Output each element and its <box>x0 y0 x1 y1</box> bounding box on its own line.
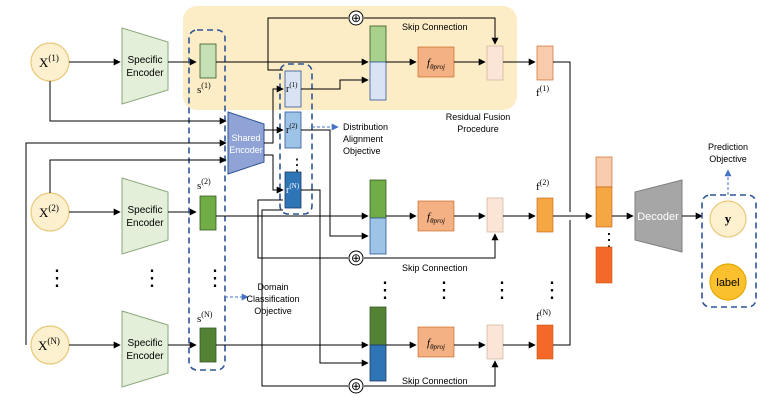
fused-fn <box>595 246 613 284</box>
concat-2-specific <box>369 179 387 219</box>
svg-text:Encoder: Encoder <box>229 145 263 155</box>
prediction-label-2: Objective <box>709 154 747 164</box>
projection-n: fθproj <box>417 326 455 358</box>
domain-label-1: Domain <box>257 282 288 292</box>
projection-1: fθproj <box>417 46 455 78</box>
feature-sn <box>199 327 217 363</box>
shared-to-r-arrows <box>264 85 284 194</box>
specific-encoder-n: Specific Encoder <box>121 310 169 388</box>
label-sn: s(N) <box>197 310 213 325</box>
feature-s2 <box>199 195 217 231</box>
svg-text:fθproj: fθproj <box>427 57 445 71</box>
svg-text:⊕: ⊕ <box>351 251 361 265</box>
label-r1: r(1) <box>286 81 298 95</box>
input-x2: X(2) <box>30 192 70 232</box>
svg-text:Decoder: Decoder <box>637 211 679 223</box>
output-y: y <box>709 200 747 238</box>
feature-f2 <box>536 197 554 233</box>
residual-label-1: Residual Fusion <box>446 112 511 122</box>
shared-encoder: Shared Encoder <box>227 111 265 175</box>
skip-label-n: Skip Connection <box>402 376 468 386</box>
plus-1: ⊕ <box>348 10 364 26</box>
svg-text:Shared: Shared <box>231 133 260 143</box>
svg-text:X(1): X(1) <box>39 53 59 70</box>
svg-text:Specific: Specific <box>127 338 162 349</box>
feature-s1 <box>199 43 217 79</box>
svg-text:fθproj: fθproj <box>427 211 445 225</box>
proj-out-n <box>486 324 504 360</box>
concat-1-specific <box>369 25 387 63</box>
plus-n: ⊕ <box>348 378 364 394</box>
skip-connections <box>257 17 499 387</box>
prediction-label-1: Prediction <box>708 142 748 152</box>
concat-2-shared <box>369 217 387 255</box>
distribution-label: Distribution <box>343 122 388 132</box>
svg-text:X(2): X(2) <box>39 203 59 220</box>
decoder: Decoder <box>634 179 683 253</box>
projection-2: fθproj <box>417 200 455 232</box>
proj-out-1 <box>486 45 504 81</box>
vdots-inputs: ⋮ <box>46 265 68 290</box>
fused-f2 <box>595 186 613 228</box>
residual-fusion-background <box>183 6 517 110</box>
fusion-arrows <box>553 61 593 346</box>
specific-encoder-1: Specific Encoder <box>121 27 169 105</box>
skip-label-2: Skip Connection <box>402 263 468 273</box>
concat-n-specific <box>369 306 387 346</box>
shared-encoder-inputs <box>25 81 227 345</box>
svg-text:⊕: ⊕ <box>351 379 361 393</box>
label-f1: f(1) <box>536 84 549 99</box>
concat-1-shared <box>369 61 387 101</box>
svg-text:fθproj: fθproj <box>427 337 445 351</box>
vdots-concat: ⋮ <box>374 277 396 302</box>
label-s1: s(1) <box>197 81 211 96</box>
label-rn: r(N) <box>286 182 300 196</box>
vdots-projout: ⋮ <box>491 277 513 302</box>
feature-fn <box>536 324 554 360</box>
svg-text:Encoder: Encoder <box>126 68 164 79</box>
svg-text:Encoder: Encoder <box>126 351 164 362</box>
domain-label-2: Classification <box>246 294 299 304</box>
label-f2: f(2) <box>536 178 549 193</box>
proj-out-2 <box>486 197 504 233</box>
plus-2: ⊕ <box>348 250 364 266</box>
svg-text:X(N): X(N) <box>38 336 60 353</box>
distribution-label-2: Alignment <box>343 134 384 144</box>
svg-text:Specific: Specific <box>127 205 162 216</box>
distribution-label-3: Objective <box>343 146 381 156</box>
vdots-f: ⋮ <box>541 277 563 302</box>
fused-f1 <box>595 156 613 188</box>
vdots-proj: ⋮ <box>433 277 455 302</box>
vdots-encoders: ⋮ <box>141 265 163 290</box>
input-xn: X(N) <box>30 325 70 365</box>
vdots-r: ⋮ <box>289 157 305 174</box>
skip-label-1: Skip Connection <box>402 22 468 32</box>
concat-n-shared <box>369 344 387 382</box>
specific-features-group <box>188 29 226 371</box>
vdots-s: ⋮ <box>204 265 226 290</box>
svg-text:Specific: Specific <box>127 55 162 66</box>
svg-text:label: label <box>716 277 739 289</box>
label-fn: f(N) <box>536 308 551 323</box>
svg-text:Encoder: Encoder <box>126 218 164 229</box>
output-label: label <box>709 263 747 301</box>
specific-encoder-2: Specific Encoder <box>121 177 169 255</box>
svg-text:⊕: ⊕ <box>351 11 361 25</box>
domain-label-3: Objective <box>254 306 292 316</box>
input-x1: X(1) <box>30 42 70 82</box>
residual-label-2: Procedure <box>457 124 499 134</box>
main-path-arrows <box>216 58 536 367</box>
label-r2: r(2) <box>286 122 298 136</box>
svg-text:y: y <box>725 211 732 226</box>
shared-features-group <box>279 63 313 215</box>
feature-f1 <box>536 45 554 81</box>
input-arrows <box>69 58 197 349</box>
vdots-fused: ⋮ <box>600 230 618 250</box>
label-s2: s(2) <box>197 177 211 192</box>
